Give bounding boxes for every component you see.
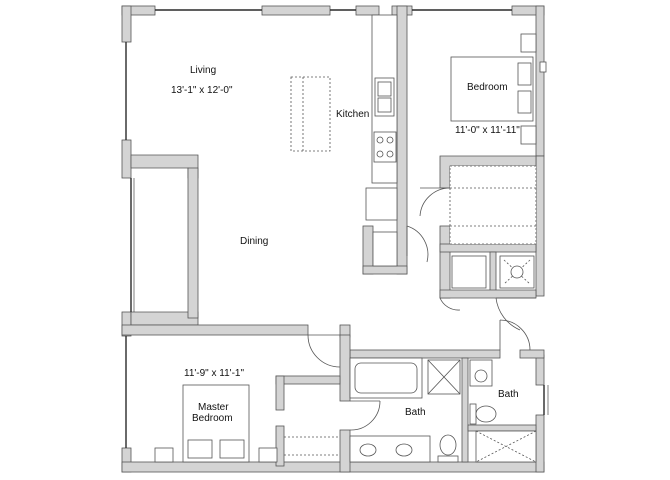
master-nightstand-2: [258, 447, 278, 463]
hall-closet-bottom: [362, 265, 408, 275]
bedroom-fixtures: [449, 33, 547, 289]
master-bedroom-dims: 11'-9" x 11'-1": [184, 368, 245, 379]
kitchen-island: [290, 76, 331, 152]
bath-second-label: Bath: [498, 389, 519, 400]
door-hall-closet: [406, 225, 429, 263]
bath2-sink-bowl: [474, 369, 488, 383]
kitchen-sink-bowl-1: [377, 81, 392, 97]
dining-master-wall-left: [121, 324, 309, 336]
bath2-toilet-tank: [469, 403, 477, 425]
bath2-toilet-bowl: [475, 405, 497, 423]
bath-wall-top: [349, 349, 501, 359]
kitchen-sink-bowl-2: [377, 97, 392, 113]
closet-wall-left: [439, 225, 451, 299]
bottom-wall: [121, 461, 545, 473]
master-closet-bottom: [275, 425, 285, 467]
bath2-wall-top: [519, 349, 545, 359]
right-wall-bottom: [535, 414, 545, 473]
toilet-bowl: [439, 434, 457, 456]
nightstand-2: [520, 125, 537, 145]
bed-pillow-2: [517, 90, 532, 114]
bedroom-closet: [449, 165, 537, 245]
toilet-tank: [437, 455, 459, 463]
top-wall-right: [355, 5, 380, 16]
washer: [451, 255, 487, 289]
master-fixtures: [154, 384, 340, 463]
door-bedroom: [419, 187, 451, 217]
burner-4: [386, 150, 394, 158]
kitchen-range: [373, 131, 397, 163]
dining-label: Dining: [240, 236, 269, 247]
laundry-wall-bottom: [439, 289, 537, 299]
bedroom-label: Bedroom: [467, 82, 508, 93]
burner-1: [376, 136, 384, 144]
kitchen-right-wall: [396, 5, 408, 275]
vanity-sink-1: [359, 443, 377, 457]
kitchen-fridge: [365, 187, 398, 221]
door-laundry: [495, 297, 536, 331]
master-pillow-1: [187, 439, 213, 459]
bathtub-inner: [354, 362, 418, 394]
living-label: Living: [190, 65, 217, 76]
windows: [125, 9, 549, 448]
door-bath-second: [499, 319, 531, 351]
left-wall-mid-upper: [121, 139, 132, 179]
master-pillow-2: [219, 439, 245, 459]
bath-wall-divider: [461, 357, 469, 463]
kitchen-fixtures: [290, 14, 398, 267]
bath-fixtures: [349, 357, 537, 463]
door-closet-1: [439, 297, 461, 311]
master-nightstand-1: [154, 447, 174, 463]
bath-wall-mid: [467, 424, 537, 432]
bed-pillow-1: [517, 62, 532, 86]
thermostat: [539, 61, 547, 73]
master-closet-wall: [275, 375, 341, 385]
laundry-wall-top: [439, 243, 537, 253]
burner-2: [386, 136, 394, 144]
shower-2-x-2: [475, 430, 537, 463]
bay-wall-side: [187, 167, 199, 319]
top-wall-mid: [261, 5, 331, 16]
master-bedroom-label-line1: Master: [198, 402, 229, 413]
right-wall-mid: [535, 155, 545, 297]
bath-wall-left-lower: [339, 429, 351, 473]
vanity-sink-2: [395, 443, 413, 457]
bath-wall-left-upper: [339, 334, 351, 402]
door-master: [307, 334, 341, 368]
bedroom-dims: 11'-0" x 11'-11": [455, 125, 520, 136]
laundry-wall-mid: [489, 251, 497, 297]
master-closet-stub: [275, 375, 285, 411]
master-bedroom-label-line2: Bedroom: [192, 413, 233, 424]
right-wall-bath: [535, 354, 545, 386]
nightstand-1: [520, 33, 537, 53]
bath-main-label: Bath: [405, 407, 426, 418]
living-dims: 13'-1" x 12'-0": [171, 85, 233, 96]
doors: [307, 187, 536, 431]
door-bath-main: [349, 400, 381, 431]
dryer-vent: [510, 265, 524, 279]
left-wall-top: [121, 5, 132, 43]
right-wall-top: [535, 5, 545, 157]
kitchen-label: Kitchen: [336, 109, 370, 120]
shower-1-x-2: [427, 359, 461, 395]
hall-closet-inner: [372, 231, 398, 267]
walls: [121, 5, 545, 473]
burner-3: [376, 150, 384, 158]
